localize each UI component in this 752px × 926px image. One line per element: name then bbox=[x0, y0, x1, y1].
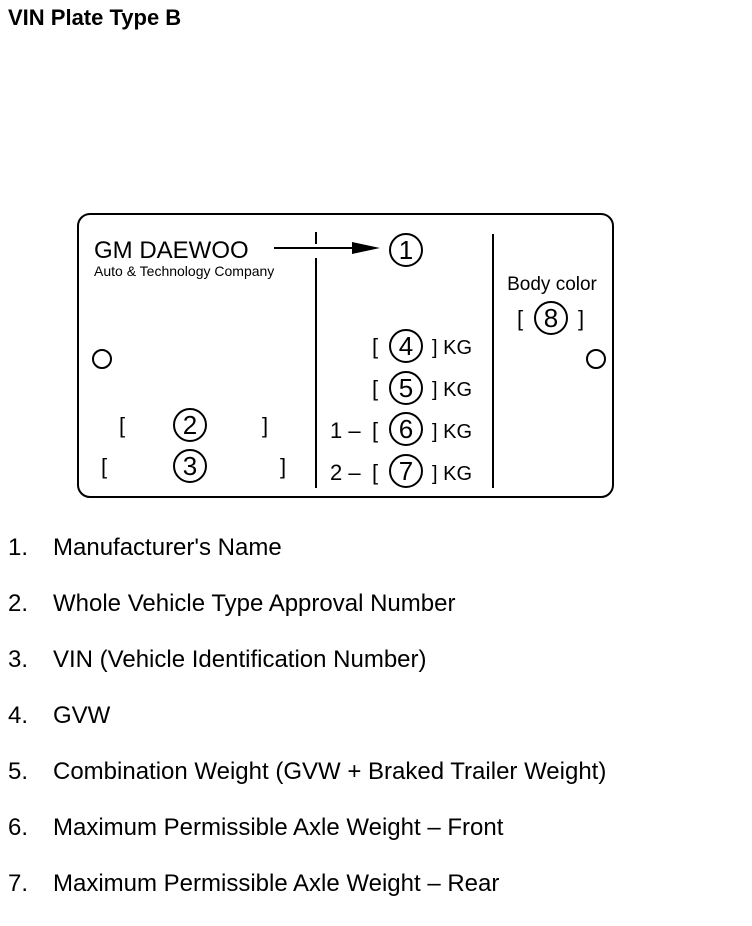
legend-number: 5. bbox=[8, 758, 29, 785]
open-bracket: [ bbox=[119, 413, 125, 438]
close-bracket: ] bbox=[280, 454, 286, 479]
callout-7 bbox=[389, 454, 423, 488]
open-bracket: [ bbox=[372, 418, 378, 443]
callout-2-number: 2 bbox=[183, 410, 197, 440]
kg-unit: ] KG bbox=[432, 337, 472, 359]
mounting-hole-right bbox=[586, 349, 606, 369]
callout-4-number: 4 bbox=[399, 331, 413, 361]
callout-2 bbox=[173, 408, 207, 442]
close-bracket: ] bbox=[578, 306, 584, 331]
callout-6 bbox=[389, 412, 423, 446]
legend-number: 3. bbox=[8, 646, 29, 673]
legend-text: Whole Vehicle Type Approval Number bbox=[53, 590, 456, 617]
open-bracket: [ bbox=[372, 334, 378, 359]
callout-3-number: 3 bbox=[183, 451, 197, 481]
callout-1-number: 1 bbox=[399, 235, 413, 265]
callout-1 bbox=[389, 233, 423, 267]
close-bracket: ] bbox=[262, 413, 268, 438]
kg-unit: ] KG bbox=[432, 379, 472, 401]
legend-text: Maximum Permissible Axle Weight – Rear bbox=[53, 870, 500, 897]
legend-number: 6. bbox=[8, 814, 29, 841]
mounting-hole-left bbox=[92, 349, 112, 369]
legend-number: 4. bbox=[8, 702, 29, 729]
legend-text: Maximum Permissible Axle Weight – Front bbox=[53, 814, 504, 841]
page-title: VIN Plate Type B bbox=[8, 5, 182, 30]
vin-plate-diagram: GM DAEWOO Auto & Technology Company 1 [ … bbox=[77, 213, 614, 498]
legend-number: 2. bbox=[8, 590, 29, 617]
callout-5-number: 5 bbox=[399, 373, 413, 403]
kg-unit: ] KG bbox=[432, 463, 472, 485]
callout-8-number: 8 bbox=[544, 303, 558, 333]
open-bracket: [ bbox=[517, 306, 523, 331]
legend-number: 1. bbox=[8, 534, 29, 561]
legend-text: Combination Weight (GVW + Braked Trailer… bbox=[53, 758, 607, 785]
open-bracket: [ bbox=[372, 460, 378, 485]
legend-text: VIN (Vehicle Identification Number) bbox=[53, 646, 427, 673]
manufacturer-name: GM DAEWOO bbox=[94, 237, 249, 264]
callout-5 bbox=[389, 371, 423, 405]
callout-3 bbox=[173, 449, 207, 483]
kg-unit: ] KG bbox=[432, 421, 472, 443]
company-name: Auto & Technology Company bbox=[94, 263, 274, 279]
legend-text: GVW bbox=[53, 702, 111, 729]
callout-7-number: 7 bbox=[399, 456, 413, 486]
legend-number: 7. bbox=[8, 870, 29, 897]
axle-front-prefix: 1 – bbox=[330, 418, 361, 443]
callout-4 bbox=[389, 329, 423, 363]
callout-8 bbox=[534, 301, 568, 335]
callout-arrow-head bbox=[352, 242, 380, 254]
plate-outline bbox=[77, 213, 614, 498]
callout-6-number: 6 bbox=[399, 414, 413, 444]
legend-text: Manufacturer's Name bbox=[53, 534, 282, 561]
body-color-label: Body color bbox=[507, 274, 597, 295]
open-bracket: [ bbox=[101, 454, 107, 479]
open-bracket: [ bbox=[372, 376, 378, 401]
axle-rear-prefix: 2 – bbox=[330, 460, 361, 485]
